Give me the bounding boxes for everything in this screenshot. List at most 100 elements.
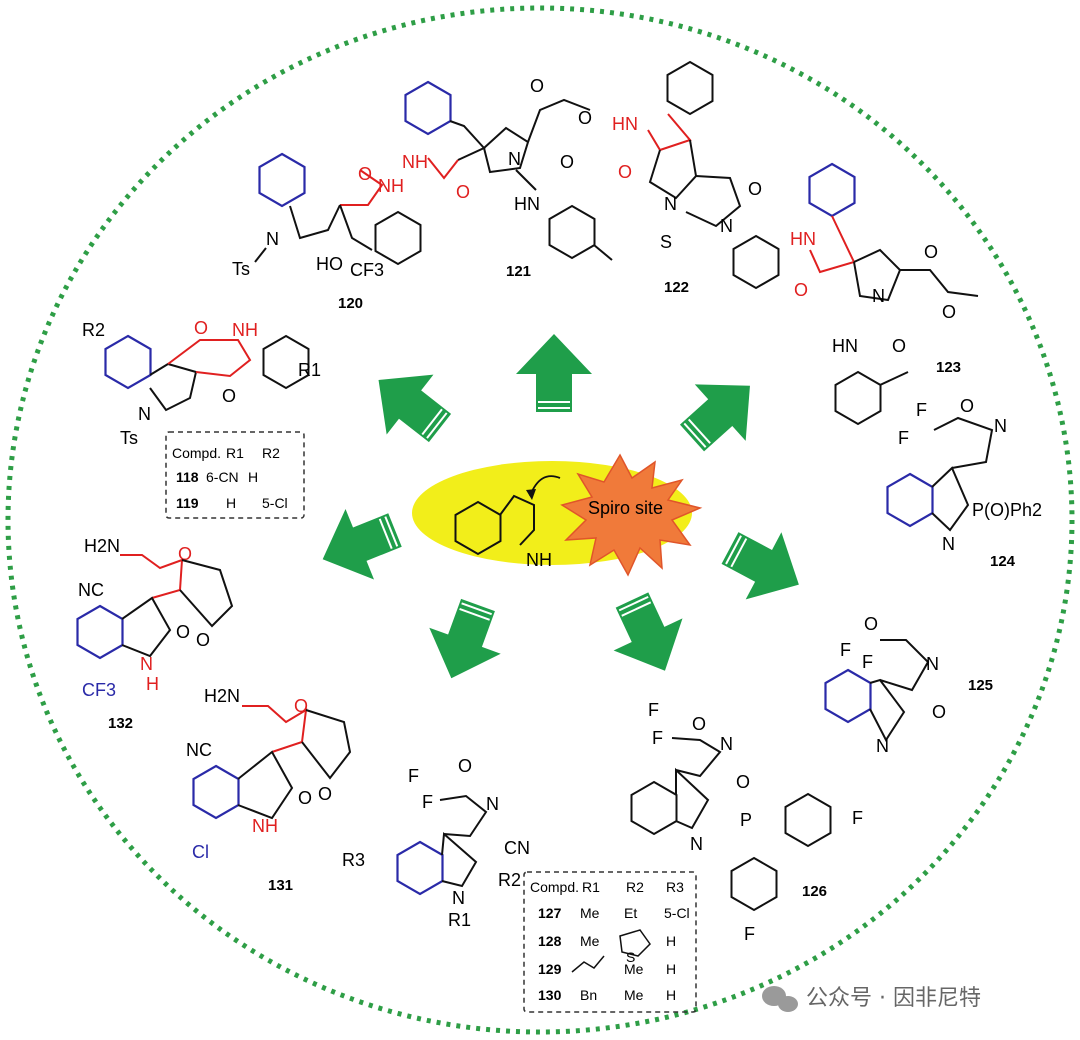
svg-text:Me: Me xyxy=(624,987,644,1003)
label-125: 125 xyxy=(968,677,993,694)
svg-text:O: O xyxy=(932,702,946,722)
svg-text:N: N xyxy=(508,149,521,169)
svg-text:F: F xyxy=(898,428,909,448)
svg-text:R2: R2 xyxy=(626,879,644,895)
svg-text:O: O xyxy=(178,544,192,564)
svg-text:N: N xyxy=(994,416,1007,436)
svg-text:Bn: Bn xyxy=(580,987,597,1003)
label-123: 123 xyxy=(936,359,961,376)
spiro-site-label: Spiro site xyxy=(588,498,663,518)
compound-123: HN O N O O O HN 123 xyxy=(790,162,979,425)
svg-text:5-Cl: 5-Cl xyxy=(664,905,690,921)
svg-text:O: O xyxy=(194,318,208,338)
arrow-up xyxy=(515,333,593,413)
svg-text:Cl: Cl xyxy=(192,842,209,862)
svg-text:F: F xyxy=(422,792,433,812)
svg-text:H: H xyxy=(666,987,676,1003)
svg-text:NC: NC xyxy=(78,580,104,600)
svg-text:118: 118 xyxy=(176,469,199,485)
svg-text:O: O xyxy=(458,756,472,776)
svg-text:H: H xyxy=(146,674,159,694)
svg-text:H2N: H2N xyxy=(204,686,240,706)
svg-text:128: 128 xyxy=(538,933,562,949)
svg-text:HN: HN xyxy=(790,229,816,249)
svg-text:N: N xyxy=(720,216,733,236)
svg-text:HO: HO xyxy=(316,254,343,274)
svg-text:O: O xyxy=(578,108,592,128)
svg-text:N: N xyxy=(876,736,889,756)
svg-text:O: O xyxy=(692,714,706,734)
svg-text:O: O xyxy=(736,772,750,792)
svg-text:R2: R2 xyxy=(262,445,280,461)
svg-text:O: O xyxy=(560,152,574,172)
svg-text:F: F xyxy=(916,400,927,420)
svg-text:HN: HN xyxy=(612,114,638,134)
svg-text:R3: R3 xyxy=(342,850,365,870)
svg-text:O: O xyxy=(222,386,236,406)
svg-text:R1: R1 xyxy=(582,879,600,895)
svg-text:Et: Et xyxy=(624,905,637,921)
svg-text:R3: R3 xyxy=(666,879,684,895)
compound-125: O F F N O N 125 xyxy=(824,614,993,756)
svg-text:O: O xyxy=(318,784,332,804)
svg-text:O: O xyxy=(864,614,878,634)
svg-text:R2: R2 xyxy=(498,870,521,890)
svg-text:130: 130 xyxy=(538,987,562,1003)
svg-text:NH: NH xyxy=(378,176,404,196)
svg-text:F: F xyxy=(840,640,851,660)
arrow-downright xyxy=(596,582,701,688)
svg-text:H: H xyxy=(666,933,676,949)
svg-text:CN: CN xyxy=(504,838,530,858)
arrow-upright xyxy=(665,356,777,468)
svg-text:129: 129 xyxy=(538,961,562,977)
svg-text:6-CN: 6-CN xyxy=(206,469,239,485)
svg-text:O: O xyxy=(456,182,470,202)
spiro-star: Spiro site xyxy=(560,453,703,577)
svg-text:Me: Me xyxy=(580,905,600,921)
svg-text:5-Cl: 5-Cl xyxy=(262,495,288,511)
svg-text:F: F xyxy=(852,808,863,828)
svg-text:O: O xyxy=(794,280,808,300)
svg-text:O: O xyxy=(960,396,974,416)
svg-text:H: H xyxy=(248,469,258,485)
svg-text:CF3: CF3 xyxy=(82,680,116,700)
watermark-text: 公众号 · 因非尼特 xyxy=(806,986,981,1011)
svg-text:O: O xyxy=(176,622,190,642)
svg-text:O: O xyxy=(294,696,308,716)
svg-text:R1: R1 xyxy=(298,360,321,380)
svg-text:N: N xyxy=(664,194,677,214)
arrow-right xyxy=(711,513,818,620)
dotted-ring xyxy=(5,5,1075,1035)
svg-text:127: 127 xyxy=(538,905,562,921)
svg-text:Ts: Ts xyxy=(232,259,250,279)
svg-text:H2N: H2N xyxy=(84,536,120,556)
svg-text:Ts: Ts xyxy=(120,428,138,448)
svg-text:HN: HN xyxy=(514,194,540,214)
svg-text:O: O xyxy=(924,242,938,262)
label-124: 124 xyxy=(990,553,1016,570)
svg-text:H: H xyxy=(666,961,676,977)
label-126: 126 xyxy=(802,883,827,900)
svg-text:O: O xyxy=(942,302,956,322)
wechat-watermark: 公众号 · 因非尼特 xyxy=(762,986,981,1012)
svg-text:N: N xyxy=(942,534,955,554)
svg-text:O: O xyxy=(618,162,632,182)
svg-text:N: N xyxy=(690,834,703,854)
svg-text:N: N xyxy=(486,794,499,814)
svg-text:S: S xyxy=(626,949,635,965)
wechat-icon xyxy=(762,986,798,1012)
compound-124: F F O N P(O)Ph2 N 124 xyxy=(886,396,1042,570)
thiophene-icon: S xyxy=(619,929,651,965)
compound-127-130: O F F N CN R2 R3 N R1 Compd. R1 R2 R3 12… xyxy=(342,756,697,1013)
center-indoline: NH xyxy=(454,475,561,570)
svg-text:O: O xyxy=(530,76,544,96)
compound-122: HN O N O N S 122 xyxy=(612,61,780,296)
compound-118-119: R2 N Ts O NH O R1 Compd. R1 R2 118 6-CN … xyxy=(82,318,321,519)
label-132: 132 xyxy=(108,715,133,732)
svg-text:R1: R1 xyxy=(226,445,244,461)
label-121: 121 xyxy=(506,263,531,280)
svg-text:Me: Me xyxy=(624,961,644,977)
svg-text:S: S xyxy=(660,232,672,252)
svg-text:O: O xyxy=(892,336,906,356)
